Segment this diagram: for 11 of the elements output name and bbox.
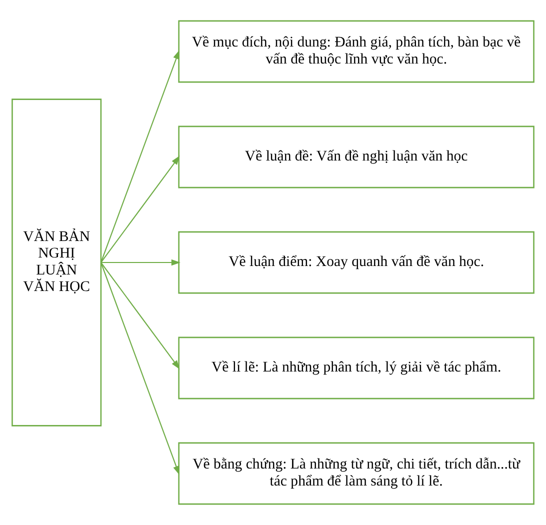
node-box: Về bằng chứng: Là những từ ngữ, chi tiết, trích dẫn...từ tác phẩm để làm sáng tỏ lí lẽ. <box>178 442 534 505</box>
node-box: Về lí lẽ: Là những phân tích, lý giải về tác phẩm. <box>178 336 534 400</box>
arrow <box>100 262 180 370</box>
node-box: VĂN BẢN NGHỊ LUẬN VĂN HỌC <box>12 98 102 426</box>
arrow <box>100 156 180 263</box>
node-box: Về luận đề: Vấn đề nghị luận văn học <box>178 126 534 188</box>
arrow <box>100 262 180 476</box>
arrow <box>100 259 180 266</box>
node-box: Về mục đích, nội dung: Đánh giá, phân tích, bàn bạc về vấn đề thuộc lĩnh vực văn học. <box>178 20 534 83</box>
node-box: Về luận điểm: Xoay quanh vấn đề văn học. <box>178 231 534 294</box>
arrow <box>100 50 180 263</box>
